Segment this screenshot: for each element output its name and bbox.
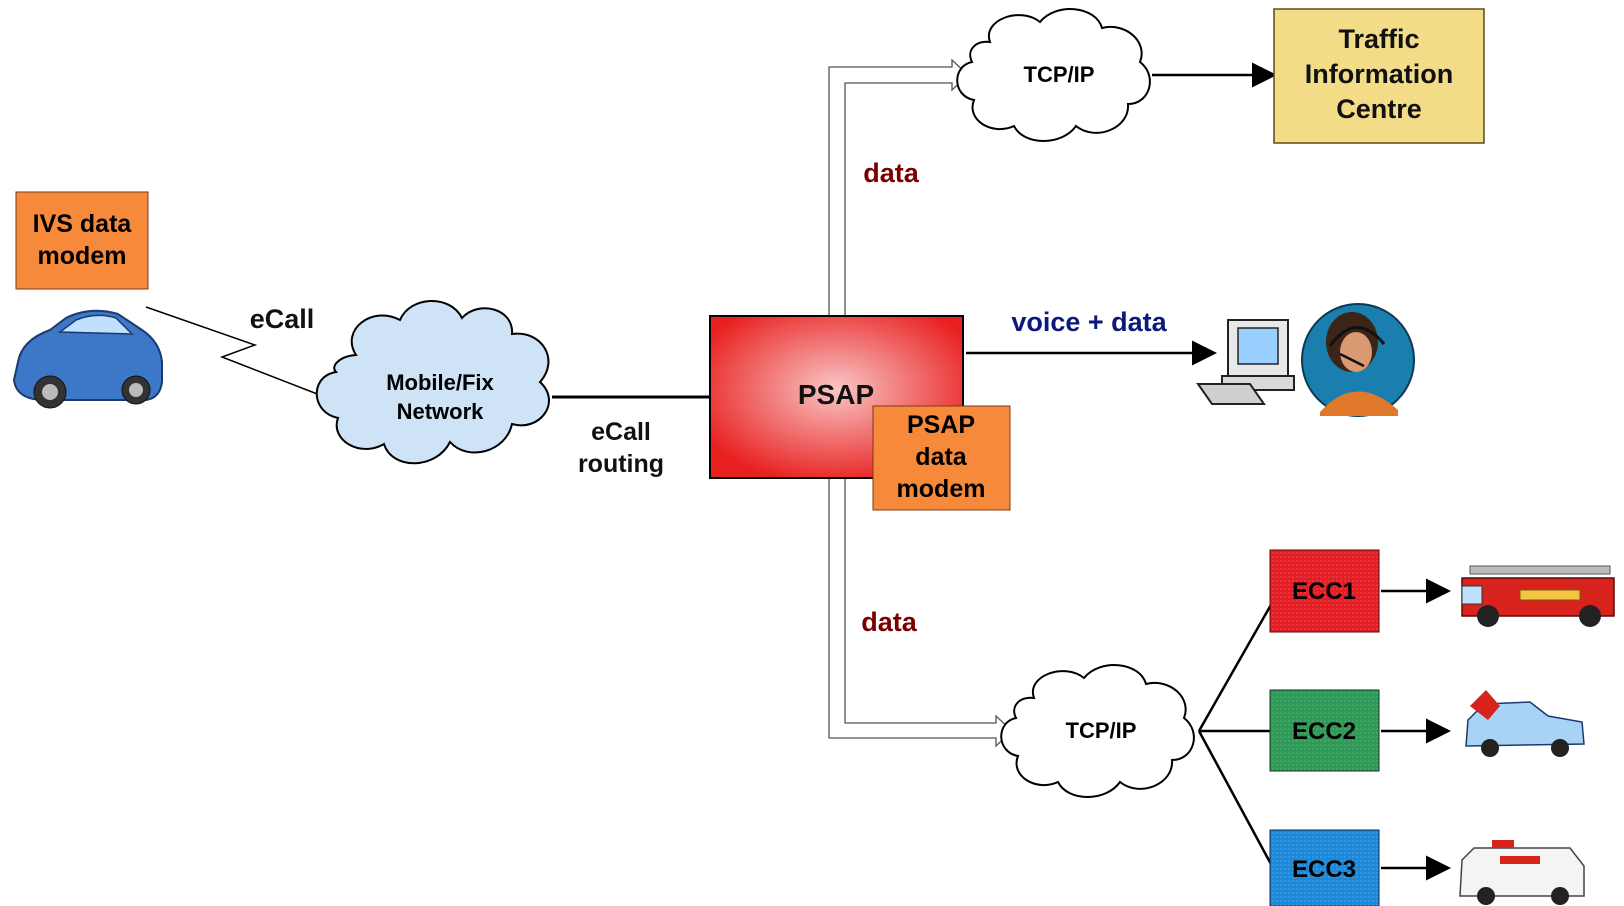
data-label-top: data (863, 158, 920, 188)
psap-modem-line-3: modem (897, 475, 986, 503)
traffic-line-3: Centre (1336, 94, 1422, 124)
ecc1-label: ECC1 (1292, 578, 1356, 605)
ecall-radio-link (145, 306, 326, 398)
ecc2-label: ECC2 (1292, 718, 1356, 745)
ecc3-box: ECC3 (1269, 829, 1380, 906)
ecall-routing-line-1: eCall (591, 418, 651, 446)
data-link-bottom (828, 478, 1013, 748)
ecc3-link (1197, 730, 1274, 867)
ivs-modem-line-1: IVS data (33, 210, 133, 238)
psap-modem-line-1: PSAP (907, 411, 975, 439)
ecall-routing-line-2: routing (578, 450, 664, 478)
tcpip-bottom-label: TCP/IP (1066, 718, 1137, 743)
psap-modem-line-2: data (915, 443, 968, 471)
car-icon (12, 309, 163, 409)
tcpip-top-label: TCP/IP (1024, 62, 1095, 87)
mobile-fix-network-cloud: Mobile/Fix Network (315, 300, 550, 465)
ecc1-link (1197, 602, 1274, 732)
ivs-data-modem: IVS data modem (15, 191, 149, 290)
traffic-line-1: Traffic (1338, 24, 1419, 54)
ambulance-icon (1459, 840, 1585, 905)
psap-data-modem: PSAP data modem (872, 405, 1011, 511)
ivs-modem-line-2: modem (38, 242, 127, 270)
computer-icon (1196, 319, 1295, 405)
data-label-bottom: data (861, 607, 918, 637)
ecc1-box: ECC1 (1269, 549, 1380, 633)
psap-label: PSAP (798, 379, 874, 410)
data-link-top (828, 58, 969, 316)
network-line-2: Network (397, 399, 485, 424)
fire-truck-icon (1461, 565, 1615, 627)
network-line-1: Mobile/Fix (386, 370, 494, 395)
tcpip-cloud-top: TCP/IP (956, 8, 1151, 142)
police-car-icon (1465, 690, 1585, 757)
ecc3-label: ECC3 (1292, 856, 1356, 883)
traffic-line-2: Information (1305, 59, 1454, 89)
operator-icon (1301, 303, 1415, 417)
ecc2-box: ECC2 (1269, 689, 1380, 772)
tcpip-cloud-bottom: TCP/IP (1000, 664, 1195, 798)
ecall-label: eCall (250, 304, 315, 334)
traffic-information-centre: Traffic Information Centre (1273, 8, 1485, 144)
voice-data-label: voice + data (1011, 307, 1167, 337)
